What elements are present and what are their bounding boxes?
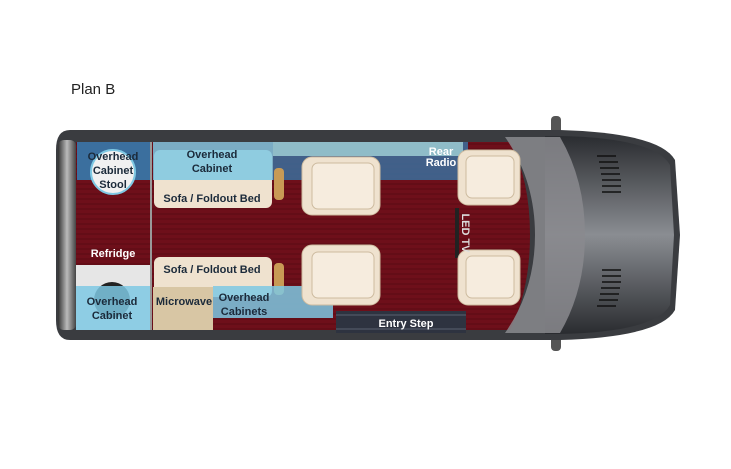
rear-door [58,140,76,330]
label-rear-radio-2: Radio [426,157,457,169]
label-overhead-cabinet-bottom-2: Cabinet [92,310,133,322]
label-overhead-cabinet-stool-1: Overhead [88,151,139,163]
entry-step [336,311,466,333]
side-mirror-top [551,116,561,134]
label-overhead-cabinet-top-1: Overhead [187,149,238,161]
label-overhead-cabinet-bottom-1: Overhead [87,296,138,308]
stool [90,149,136,195]
label-overhead-cabinet-top-2: Cabinet [192,163,233,175]
captain-chair [301,244,381,306]
label-sofa-top: Sofa / Foldout Bed [163,193,260,205]
label-entry-step: Entry Step [378,318,433,330]
overhead-cabinet-bottom [76,286,150,330]
plan-title: Plan B [71,81,116,98]
overhead-cabinet-top [153,142,273,180]
led-tv [455,208,459,258]
label-rear-radio-1: Rear [429,146,454,158]
label-refridge: Refridge [91,248,136,260]
grille-icon [597,155,621,307]
label-sofa-bottom: Sofa / Foldout Bed [163,264,260,276]
passenger-seat [457,249,521,306]
label-overhead-cabinet-stool-3: Stool [99,179,127,191]
label-overhead-cabinets-2: Cabinets [221,306,267,318]
label-microwave: Microwave [156,296,212,308]
label-overhead-cabinet-stool-2: Cabinet [93,165,134,177]
label-led-tv: LED TV [459,213,471,253]
side-table-top [274,168,284,200]
microwave [153,287,213,330]
rear-radio-panel [273,142,463,156]
windshield [505,137,585,333]
driver-seat [457,149,521,206]
label-overhead-cabinets-1: Overhead [219,292,270,304]
captain-chair [301,156,381,216]
